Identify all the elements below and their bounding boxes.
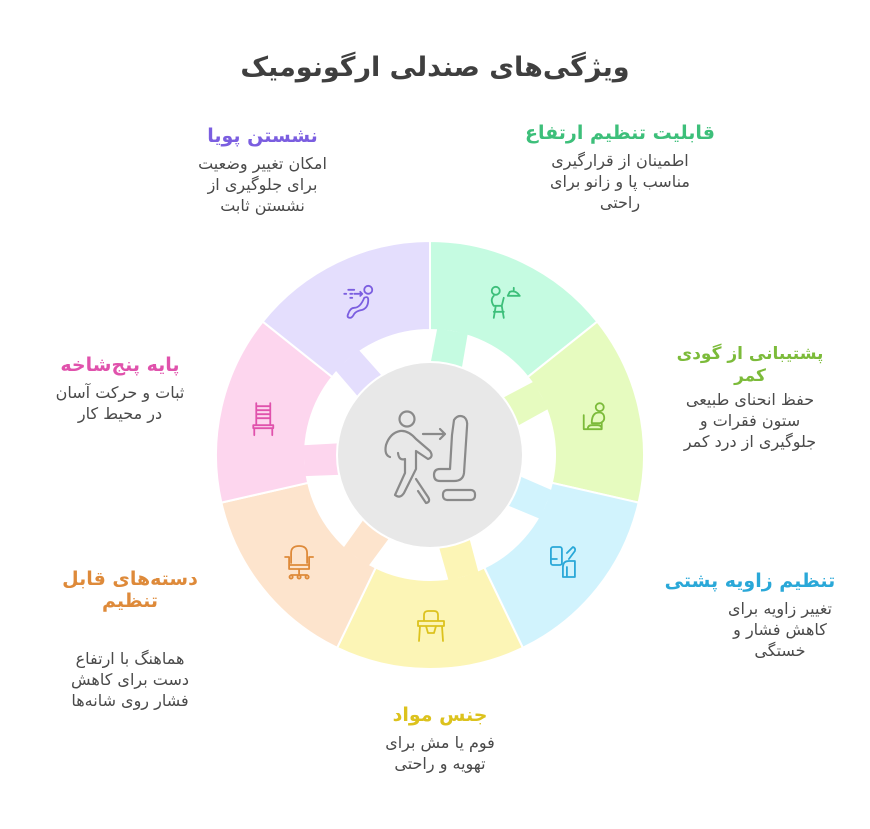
heading: تنظیم زاویه پشتی bbox=[664, 570, 836, 592]
connector-base bbox=[303, 443, 342, 477]
label-five-star-base: پایه پنج‌شاخه ثبات و حرکت آسان در محیط ک… bbox=[20, 354, 220, 424]
heading: جنس مواد bbox=[392, 704, 488, 726]
label-lumbar-support: پشتیبانی از گودی کمر حفظ انحنای طبیعی ست… bbox=[650, 343, 850, 452]
heading: قابلیت تنظیم ارتفاع bbox=[525, 122, 715, 144]
label-backrest-angle: تنظیم زاویه پشتی تغییر زاویه برای کاهش ف… bbox=[650, 570, 850, 661]
label-dynamic-sitting: نشستن پویا امکان تغییر وضعیت برای جلوگیر… bbox=[165, 125, 360, 216]
description: امکان تغییر وضعیت برای جلوگیری از نشستن … bbox=[198, 154, 327, 215]
connector-material bbox=[438, 537, 479, 581]
heading: پشتیبانی از گودی کمر bbox=[676, 344, 824, 386]
diagram-title: ویژگی‌های صندلی ارگونومیک bbox=[240, 52, 630, 83]
mesh-seat-icon bbox=[417, 610, 445, 642]
connector-height bbox=[430, 328, 468, 370]
seated-person-back-support-icon bbox=[582, 402, 606, 431]
office-chair-icon bbox=[284, 545, 314, 580]
child-on-high-stool-icon bbox=[490, 285, 521, 319]
heading: پایه پنج‌شاخه bbox=[60, 354, 180, 376]
center-hub bbox=[336, 361, 524, 549]
label-material: جنس مواد فوم یا مش برای تهویه و راحتی bbox=[330, 704, 550, 774]
label-height-adjustment: قابلیت تنظیم ارتفاع اطمینان از قرارگیری … bbox=[490, 122, 750, 213]
ladder-back-chair-icon bbox=[252, 402, 275, 437]
features-wheel bbox=[215, 239, 645, 670]
description: اطمینان از قرارگیری مناسب پا و زانو برای… bbox=[550, 151, 690, 212]
heading: نشستن پویا bbox=[207, 125, 318, 147]
heading: دسته‌های قابل تنظیم bbox=[62, 568, 198, 612]
description: حفظ انحنای طبیعی ستون فقرات و جلوگیری از… bbox=[683, 390, 817, 451]
person-walking-to-seat-icon bbox=[384, 410, 477, 505]
dynamic-sitting-icon bbox=[343, 284, 374, 319]
description: فوم یا مش برای تهویه و راحتی bbox=[385, 733, 495, 773]
description: تغییر زاویه برای کاهش فشار و خستگی bbox=[727, 599, 832, 660]
description: هماهنگ با ارتفاع دست برای کاهش فشار روی … bbox=[71, 649, 189, 710]
description: ثبات و حرکت آسان در محیط کار bbox=[55, 383, 185, 423]
reclining-seat-icon bbox=[550, 546, 577, 578]
label-armrests: دسته‌های قابل تنظیم هماهنگ با ارتفاع دست… bbox=[30, 568, 230, 711]
